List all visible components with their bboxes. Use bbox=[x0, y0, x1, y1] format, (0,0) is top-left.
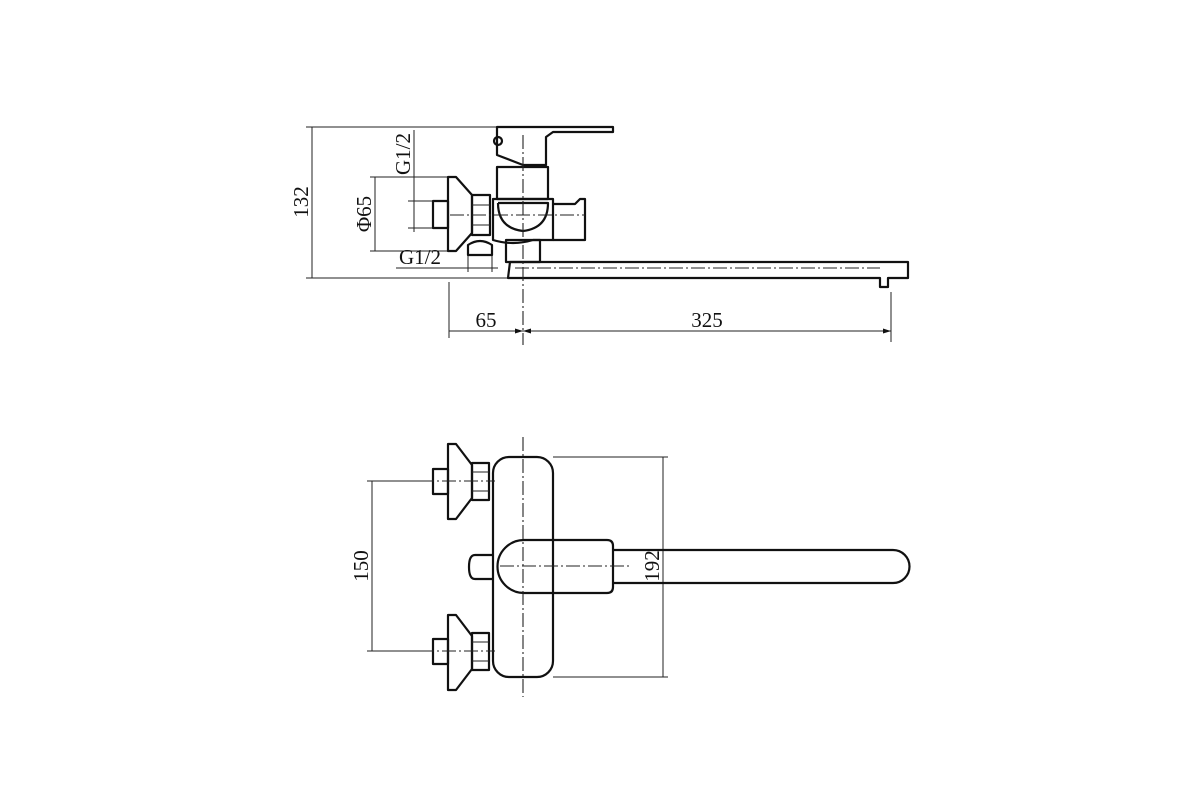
side-faucet-geometry bbox=[431, 125, 910, 345]
top-faucet-geometry bbox=[420, 437, 911, 697]
top-view: 150 192 bbox=[349, 437, 911, 697]
dimension-flange-diameter: Φ65 bbox=[352, 176, 450, 252]
side-view: 132 G1/2 Φ65 G1/2 65 bbox=[289, 125, 910, 345]
dim-label-65: 65 bbox=[476, 308, 497, 332]
dimension-inlet-thread: G1/2 bbox=[391, 130, 434, 232]
dimension-150: 150 bbox=[349, 480, 420, 652]
dimension-outlet-thread: G1/2 bbox=[396, 245, 498, 272]
dimension-132: 132 bbox=[289, 126, 508, 279]
dimension-192: 192 bbox=[553, 456, 668, 678]
dim-label-phi65: Φ65 bbox=[352, 196, 376, 232]
dim-label-g12-upper: G1/2 bbox=[391, 133, 415, 175]
dim-label-192: 192 bbox=[640, 550, 664, 582]
dim-label-g12-lower: G1/2 bbox=[399, 245, 441, 269]
dim-label-132: 132 bbox=[289, 186, 313, 218]
dim-label-325: 325 bbox=[691, 308, 723, 332]
dimension-horizontal: 65 325 bbox=[448, 282, 892, 342]
dim-label-150: 150 bbox=[349, 550, 373, 582]
